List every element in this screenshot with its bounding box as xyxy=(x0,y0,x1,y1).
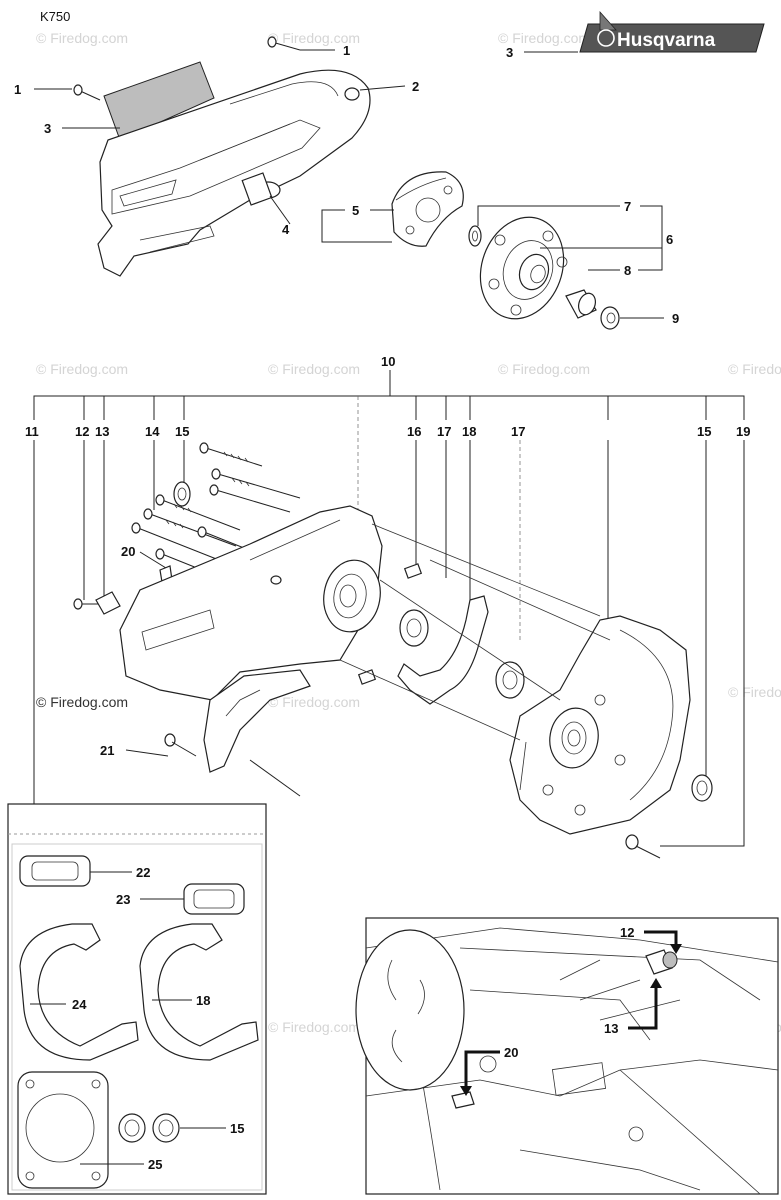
decal xyxy=(103,61,215,141)
seal xyxy=(691,774,713,802)
callout-label: 18 xyxy=(462,424,476,439)
watermark: © Firedog.com xyxy=(728,684,781,700)
watermark: © Firedog.com xyxy=(728,361,781,377)
callout-label: 16 xyxy=(407,424,421,439)
screw xyxy=(164,733,176,747)
callout-label: 19 xyxy=(736,424,750,439)
callout-label: 8 xyxy=(624,263,631,278)
callout-label: 4 xyxy=(282,222,290,237)
callout-label: 20 xyxy=(121,544,135,559)
callout-label: 1 xyxy=(14,82,21,97)
callout-label: 9 xyxy=(672,311,679,326)
callout-label: 17 xyxy=(511,424,525,439)
gasket-kit xyxy=(7,803,267,1195)
bearing xyxy=(399,609,429,647)
callout-label: 11 xyxy=(25,424,39,439)
callout-label: 12 xyxy=(620,925,634,940)
callout-label: 3 xyxy=(506,45,513,60)
callout-label: 18 xyxy=(196,993,210,1008)
belt-guard xyxy=(97,69,371,277)
leader-lines-mid xyxy=(33,370,745,847)
callout-label: 12 xyxy=(75,424,89,439)
callout-label: 17 xyxy=(437,424,451,439)
washer xyxy=(468,225,482,247)
screw xyxy=(267,36,301,51)
bolt xyxy=(625,834,661,859)
model-label: K750 xyxy=(40,9,70,24)
callout-label: 25 xyxy=(148,1157,162,1172)
dowel xyxy=(403,563,423,579)
watermark: © Firedog.com xyxy=(268,361,360,377)
belt-guard-assembly xyxy=(73,36,620,330)
callout-label: 23 xyxy=(116,892,130,907)
callout-label: 13 xyxy=(95,424,109,439)
clutch-shoes xyxy=(391,171,464,247)
crankcase-left xyxy=(119,505,383,797)
watermark: © Firedog.com xyxy=(268,694,360,710)
watermark: © Firedog.com xyxy=(498,361,590,377)
seal xyxy=(173,481,191,507)
detail-inset xyxy=(355,917,779,1195)
callouts: 1 1 2 3 3 4 5 6 7 8 9 10 11 12 13 14 15 … xyxy=(14,43,750,1172)
callout-label: 13 xyxy=(604,1021,618,1036)
callout-label: 14 xyxy=(145,424,160,439)
cylinder-gasket xyxy=(17,1071,109,1189)
clip xyxy=(451,1091,475,1109)
callout-label: 2 xyxy=(412,79,419,94)
watermark: © Firedog.com xyxy=(498,30,590,46)
callout-label: 5 xyxy=(352,203,359,218)
bearing xyxy=(495,661,525,699)
callout-label: 10 xyxy=(381,354,395,369)
callout-label: 15 xyxy=(175,424,189,439)
gasket xyxy=(397,595,489,705)
seal xyxy=(152,1113,180,1143)
watermark: © Firedog.com xyxy=(36,30,128,46)
callout-label: 24 xyxy=(72,997,87,1012)
callout-label: 20 xyxy=(504,1045,518,1060)
crankcase-gasket xyxy=(19,923,139,1061)
exhaust-gasket xyxy=(183,883,245,915)
exhaust-gasket xyxy=(19,855,91,887)
bracket xyxy=(95,591,121,615)
watermark-dark: © Firedog.com xyxy=(36,694,128,710)
watermark: © Firedog.com xyxy=(36,361,128,377)
crankcase-right xyxy=(509,615,691,835)
callout-label: 6 xyxy=(666,232,673,247)
washer xyxy=(600,306,620,330)
callout-label: 15 xyxy=(230,1121,244,1136)
explosion-lines xyxy=(339,523,611,741)
clutch-drum xyxy=(479,216,568,320)
seal xyxy=(118,1113,146,1143)
husqvarna-logo: Husqvarna xyxy=(579,10,765,53)
callout-label: 1 xyxy=(343,43,350,58)
screw xyxy=(73,84,101,101)
leader-lines-top xyxy=(34,49,664,319)
watermark: © Firedog.com xyxy=(268,1019,360,1035)
callout-label: 15 xyxy=(697,424,711,439)
logo-text: Husqvarna xyxy=(617,30,716,51)
callout-label: 21 xyxy=(100,743,114,758)
callout-label: 7 xyxy=(624,199,631,214)
crankcase-gasket xyxy=(139,923,259,1061)
watermark: © Firedog.com xyxy=(268,30,360,46)
callout-label: 22 xyxy=(136,865,150,880)
callout-label: 3 xyxy=(44,121,51,136)
flywheel xyxy=(355,929,465,1091)
